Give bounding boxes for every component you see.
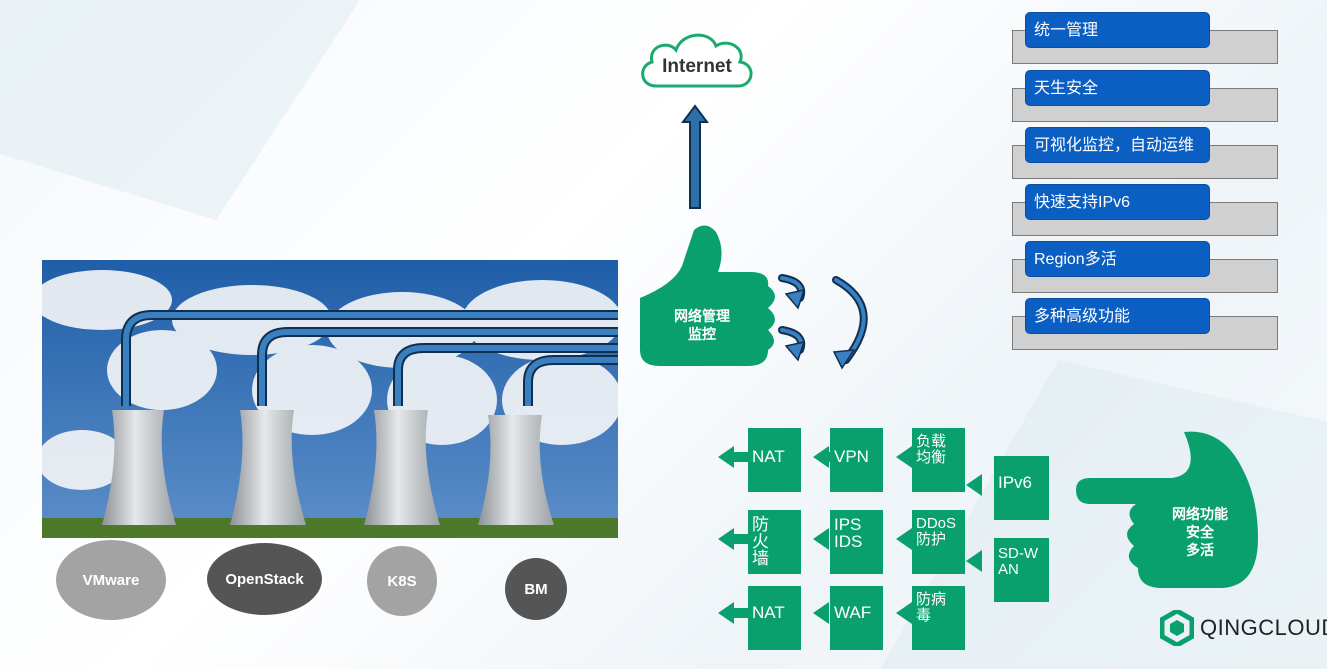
platform-vmware: VMware [56, 540, 166, 620]
module-vpn: VPN [830, 428, 883, 492]
feature-item: 统一管理 [1012, 12, 1278, 64]
feature-item: 天生安全 [1012, 70, 1278, 122]
module-antivirus: 防病毒 [912, 586, 965, 650]
module-nat-2: NAT [748, 586, 801, 650]
platform-k8s: K8S [367, 546, 437, 616]
qingcloud-logo-text: QINGCLOUD [1200, 615, 1327, 640]
module-ipv6: IPv6 [994, 456, 1049, 520]
right-hand-line3: 多活 [1186, 542, 1214, 558]
left-arrow-icon [896, 446, 912, 468]
feature-label: Region多活 [1025, 241, 1210, 277]
left-arrow-icon [813, 528, 829, 550]
pointing-hand-icon [1076, 431, 1258, 588]
feature-label: 多种高级功能 [1025, 298, 1210, 334]
module-load-balancer: 负载均衡 [912, 428, 965, 492]
feature-item: 快速支持IPv6 [1012, 184, 1278, 236]
left-arrow-icon [896, 528, 912, 550]
module-nat: NAT [748, 428, 801, 492]
module-waf: WAF [830, 586, 883, 650]
arrow-stem [734, 608, 748, 618]
center-hand-line1: 网络管理 [674, 308, 730, 324]
center-hand-line2: 监控 [688, 326, 716, 342]
feature-label: 快速支持IPv6 [1025, 184, 1210, 220]
left-arrow-icon [718, 602, 734, 624]
thumbs-up-hand-icon [640, 225, 775, 366]
qingcloud-logo: QINGCLOUD [1160, 610, 1327, 646]
feature-item: Region多活 [1012, 241, 1278, 293]
left-arrow-icon [813, 602, 829, 624]
left-arrow-icon [813, 446, 829, 468]
feature-item: 可视化监控，自动运维 [1012, 127, 1278, 179]
center-hand-label: 网络管理 监控 [664, 307, 740, 343]
left-arrow-icon [966, 474, 982, 496]
right-hand-line1: 网络功能 [1172, 506, 1228, 522]
arrow-stem [734, 534, 748, 544]
arrow-stem [734, 452, 748, 462]
internet-cloud-icon [641, 33, 753, 88]
feature-label: 统一管理 [1025, 12, 1210, 48]
left-arrow-icon [718, 528, 734, 550]
qingcloud-logo-icon [1160, 610, 1194, 646]
platform-bm: BM [505, 558, 567, 620]
feature-label: 天生安全 [1025, 70, 1210, 106]
left-arrow-icon [718, 446, 734, 468]
module-firewall: 防火墙 [748, 510, 801, 574]
feature-label: 可视化监控，自动运维 [1025, 127, 1210, 163]
module-sd-wan: SD-WAN [994, 538, 1049, 602]
feature-item: 多种高级功能 [1012, 298, 1278, 350]
platform-openstack: OpenStack [207, 543, 322, 615]
left-arrow-icon [896, 602, 912, 624]
module-ddos: DDoS 防护 [912, 510, 965, 574]
left-arrow-icon [966, 550, 982, 572]
up-arrow-icon [681, 104, 709, 209]
right-hand-label: 网络功能 安全 多活 [1160, 505, 1240, 559]
right-hand-line2: 安全 [1186, 524, 1214, 540]
internet-label: Internet [662, 56, 732, 77]
rotation-arrows-icon [778, 274, 868, 370]
power-plant-image [42, 260, 618, 538]
arrow-stem [828, 452, 831, 462]
module-ips-ids: IPS IDS [830, 510, 883, 574]
